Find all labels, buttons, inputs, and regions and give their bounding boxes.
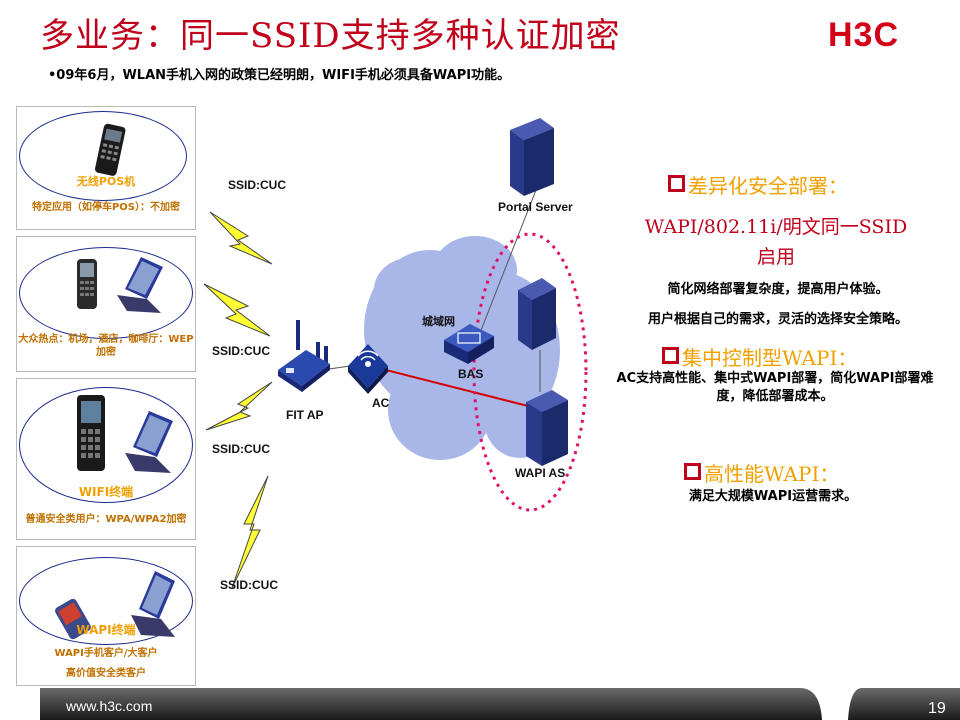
terminal-desc: 高价值安全类客户 <box>66 668 146 679</box>
terminal-name: 无线POS机 <box>76 175 136 188</box>
feature-1-text: 简化网络部署复杂度，提高用户体验。 <box>667 282 889 297</box>
feature-heading-2: 集中控制型WAPI： <box>662 342 857 371</box>
access-point-icon <box>278 320 330 392</box>
ssid-label: SSID:CUC <box>212 344 271 358</box>
page-number: 19 <box>928 700 946 717</box>
page-title: 多业务：同一SSID支持多种认证加密 <box>40 16 621 56</box>
feature-1-text: 用户根据自己的需求，灵活的选择安全策略。 <box>647 312 908 327</box>
subtitle: •09年6月，WLAN手机入网的政策已经明朗，WIFI手机必须具备WAPI功能。 <box>48 68 511 83</box>
ssid-label: SSID:CUC <box>220 578 279 592</box>
feature-1-highlight: 启用 <box>756 246 795 268</box>
terminal-panel-hotspot: 大众热点：机场，酒店，咖啡厅：WEP加密 <box>16 236 196 372</box>
feature-heading-3: 高性能WAPI： <box>684 458 839 487</box>
h3c-logo: H3C <box>828 16 900 54</box>
pos-terminal-icon <box>95 123 126 176</box>
ssid-label: SSID:CUC <box>228 178 287 192</box>
wapi-as-server-icon <box>526 390 568 466</box>
feature-2-text: AC支持高性能、集中式WAPI部署，简化WAPI部署难度，降低部署成本。 <box>616 371 934 404</box>
terminal-desc: 大众热点：机场，酒店，咖啡厅：WEP加密 <box>18 334 194 358</box>
group-oval <box>19 247 193 339</box>
ac-controller-icon <box>348 344 388 394</box>
group-oval <box>19 387 193 503</box>
wapi-as-label: WAPI AS <box>515 466 566 480</box>
feature-1-highlight: WAPI/802.11i/明文同一SSID <box>644 216 908 238</box>
link-ac-wapi-as <box>377 367 529 407</box>
terminal-name: WAPI终端 <box>76 623 136 637</box>
bullet-square-icon <box>662 347 679 364</box>
bullet-square-icon <box>684 463 701 480</box>
wapi-phone-laptop-icon <box>55 571 175 640</box>
wapi-highlight-ellipse <box>472 232 588 512</box>
footer-bar <box>40 688 960 720</box>
link-bas-portal <box>477 189 537 339</box>
group-oval <box>19 557 193 645</box>
terminal-desc: 普通安全类用户：WPA/WPA2加密 <box>25 514 187 525</box>
wireless-bolt-icon <box>209 211 273 265</box>
bullet-square-icon <box>668 175 685 192</box>
terminal-desc: 特定应用（如停车POS）：不加密 <box>31 202 181 213</box>
bas-router-icon <box>444 324 494 364</box>
feature-heading-1: 差异化安全部署： <box>668 170 848 199</box>
wireless-bolt-icon <box>231 475 269 589</box>
terminal-panel-pos: 无线POS机 特定应用（如停车POS）：不加密 <box>16 106 196 230</box>
wireless-bolt-icon <box>205 381 273 431</box>
fit-ap-label: FIT AP <box>286 408 324 422</box>
group-oval <box>19 111 187 201</box>
bas-label: BAS <box>458 367 484 381</box>
ac-label: AC <box>372 396 390 410</box>
terminal-name: WIFI终端 <box>78 485 134 499</box>
phone-laptop-icon <box>77 257 163 313</box>
terminal-panel-wifi: WIFI终端 普通安全类用户：WPA/WPA2加密 <box>16 378 196 540</box>
metro-label: 城域网 <box>422 316 455 328</box>
ssid-label: SSID:CUC <box>212 442 271 456</box>
terminal-desc: WAPI手机客户/大客户 <box>54 648 158 659</box>
footer-url-link[interactable]: www.h3c.com <box>66 698 153 714</box>
portal-server-icon <box>510 118 554 196</box>
feature-3-text: 满足大规模WAPI运营需求。 <box>688 489 858 504</box>
wireless-bolt-icon <box>203 283 271 337</box>
portal-server-label: Portal Server <box>498 200 573 214</box>
wifi-phone-laptop-icon <box>77 395 173 473</box>
server-icon <box>518 278 556 350</box>
terminal-panel-wapi: WAPI终端 WAPI手机客户/大客户 高价值安全类客户 <box>16 546 196 686</box>
